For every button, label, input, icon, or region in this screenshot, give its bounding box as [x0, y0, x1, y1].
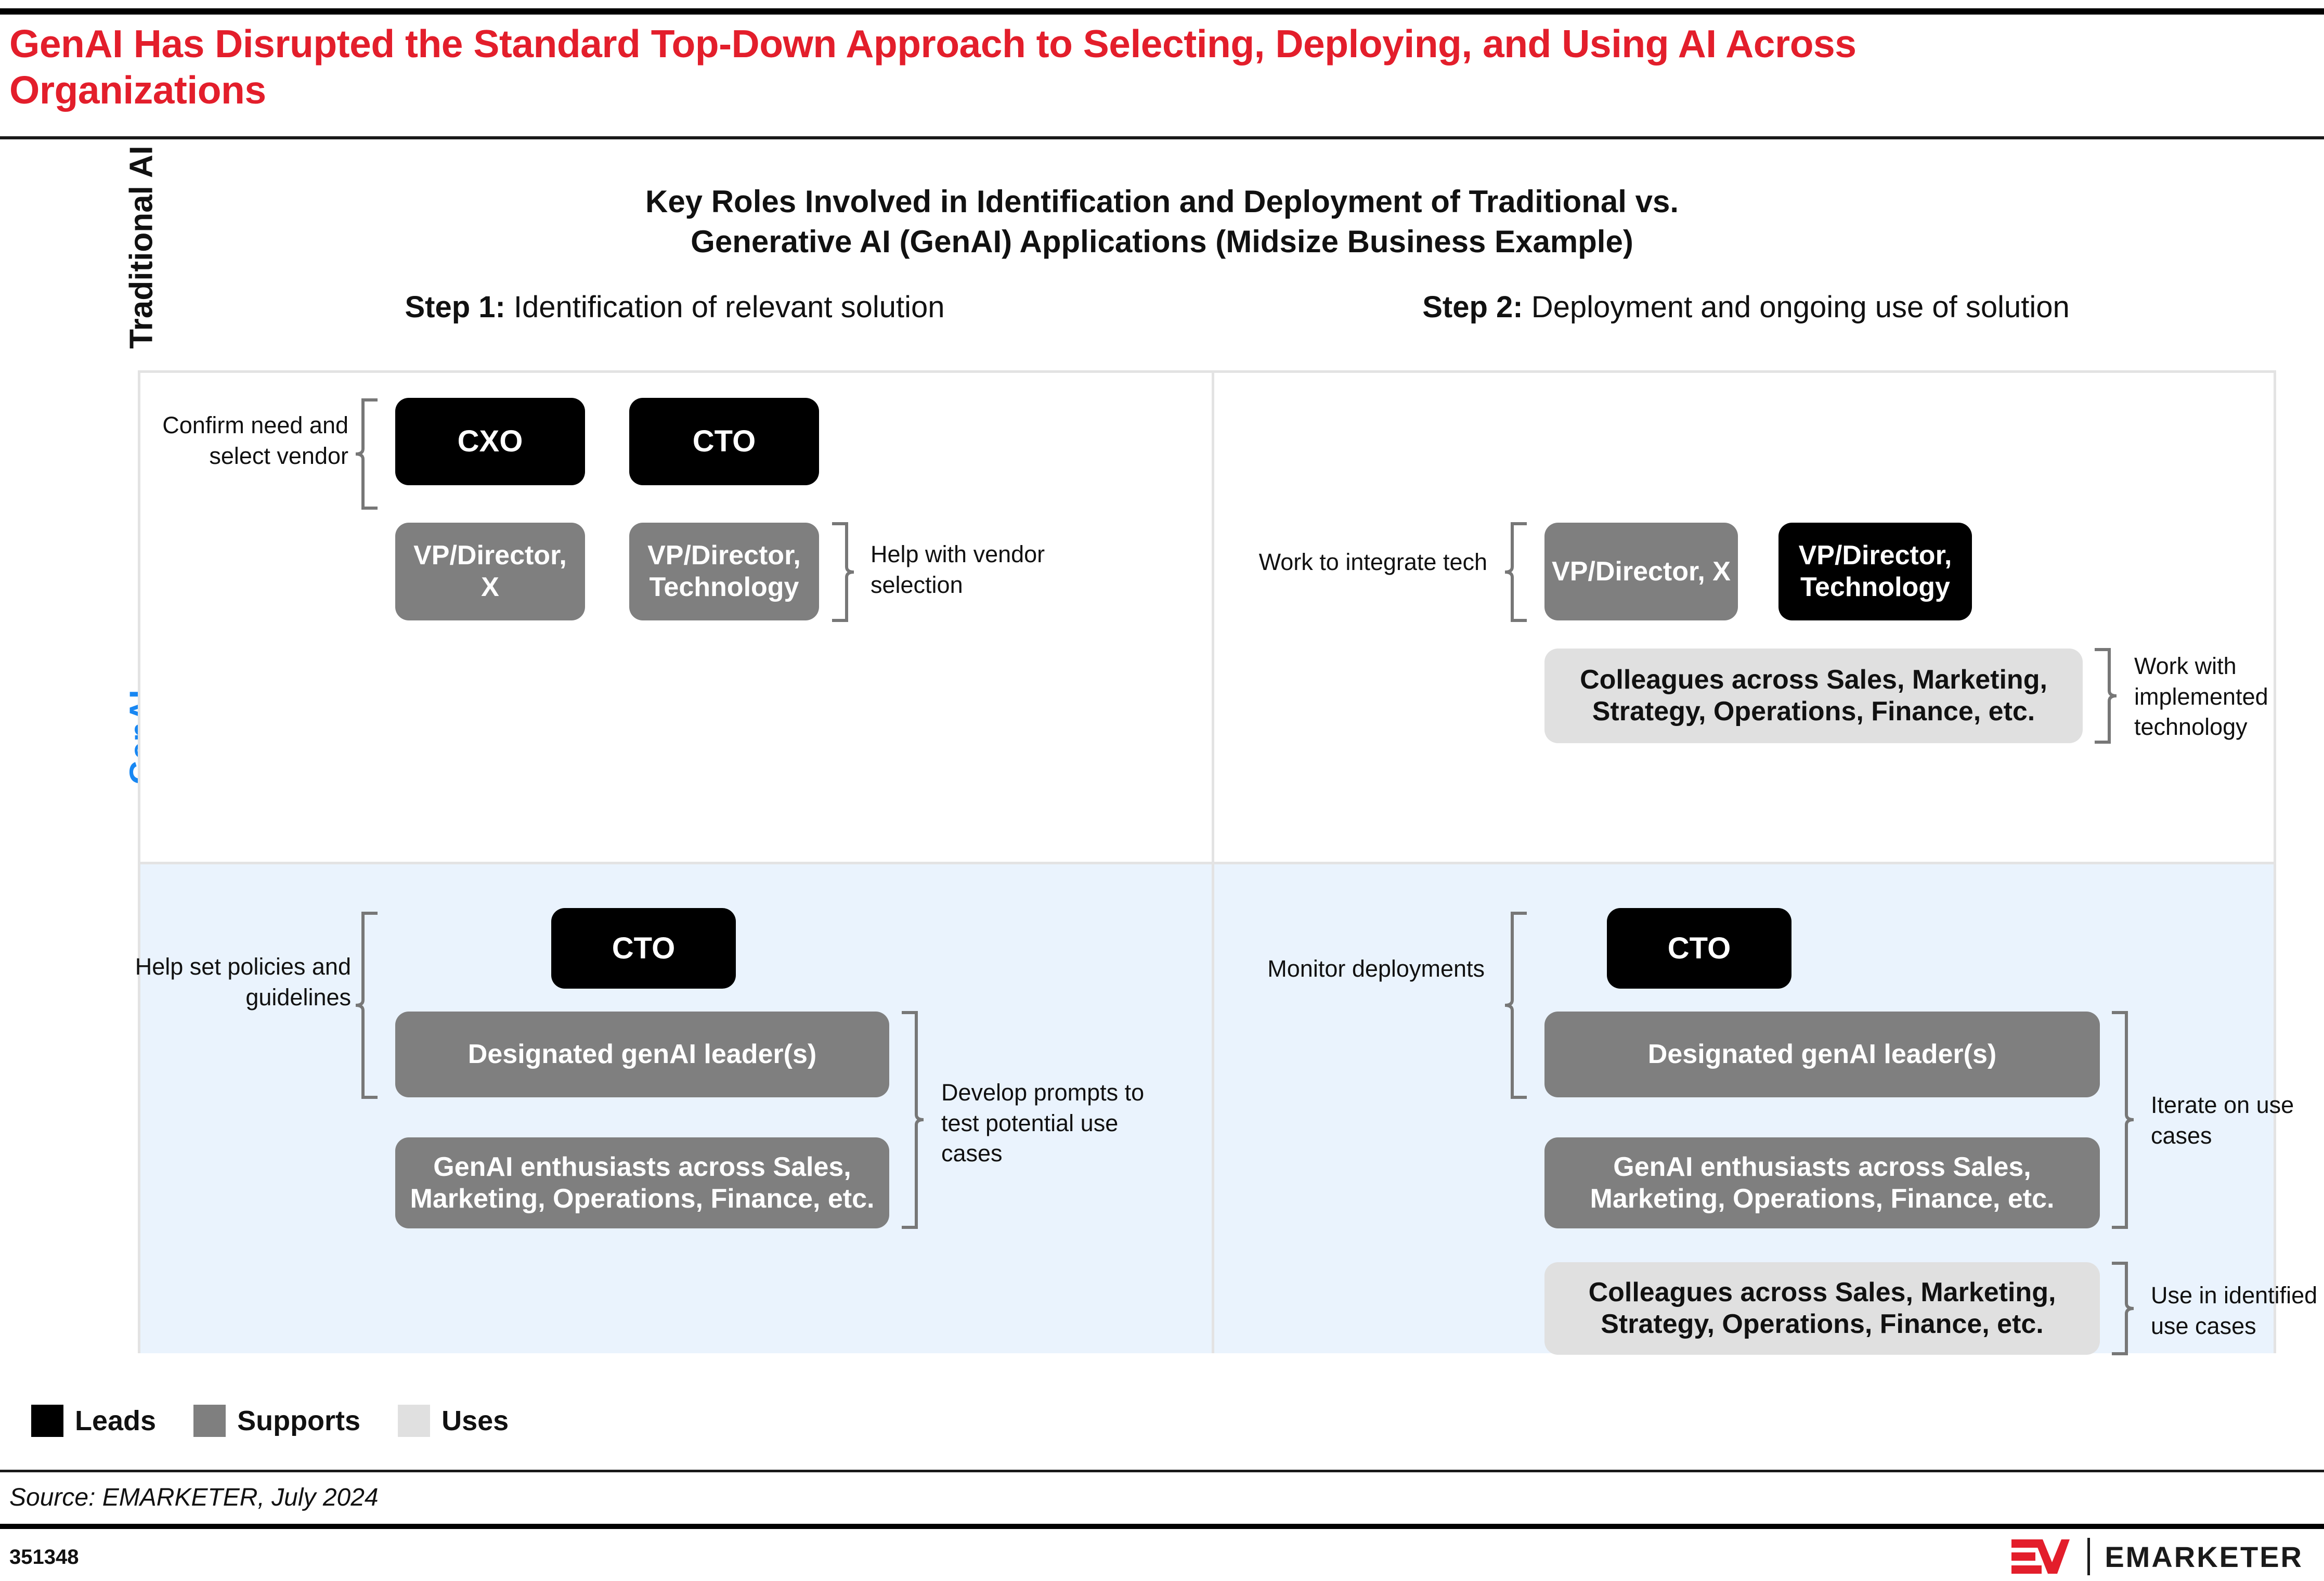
emarketer-wordmark: EMARKETER: [2105, 1540, 2303, 1573]
emarketer-logo-icon: [2011, 1538, 2073, 1575]
brace-monitor-deployments: [1504, 912, 1528, 1099]
annotation-work-with-implemented-technology: Work with implemented technology: [2134, 653, 2268, 740]
brace-develop-prompts: [901, 1011, 925, 1229]
role-box-genai-enthusiasts-step2[interactable]: GenAI enthusiasts across Sales, Marketin…: [1544, 1137, 2100, 1228]
role-box-cto-genai-step2[interactable]: CTO: [1607, 908, 1791, 989]
role-box-colleagues-across-functions[interactable]: Colleagues across Sales, Marketing, Stra…: [1544, 649, 2083, 743]
annotation-iterate-on-use-cases: Iterate on use cases: [2151, 1092, 2294, 1149]
legend-swatch-supports: [193, 1405, 226, 1437]
legend-label-leads: Leads: [75, 1405, 157, 1436]
annotation-confirm-need-select-vendor: Confirm need and select vendor: [162, 412, 348, 469]
top-rule-divider: [0, 8, 2324, 15]
panel-vertical-divider-genai: [1212, 864, 1214, 1353]
legend-label-uses: Uses: [442, 1405, 509, 1436]
source-note: Source: EMARKETER, July 2024: [9, 1484, 379, 1511]
brace-use-in-identified-use-cases: [2111, 1262, 2135, 1355]
role-box-vp-director-x-deploy[interactable]: VP/Director, X: [1544, 523, 1738, 620]
step-1-header: Step 1: Identification of relevant solut…: [138, 292, 1212, 322]
role-box-cxo[interactable]: CXO: [395, 398, 585, 485]
brand-divider: [2087, 1538, 2091, 1575]
brace-help-set-policies: [355, 912, 379, 1099]
annotation-work-to-integrate-tech: Work to integrate tech: [1258, 549, 1487, 575]
brace-help-with-vendor-selection: [831, 522, 855, 622]
role-box-vp-director-technology-deploy[interactable]: VP/Director, Technology: [1778, 523, 1972, 620]
brace-work-to-integrate-tech: [1504, 522, 1528, 622]
subtitle-line-2: Generative AI (GenAI) Applications (Mids…: [691, 224, 1633, 259]
annotation-help-with-vendor-selection: Help with vendor selection: [871, 541, 1045, 598]
step-2-header: Step 2: Deployment and ongoing use of so…: [1217, 292, 2275, 322]
annotation-monitor-deployments: Monitor deployments: [1267, 955, 1485, 982]
legend: Leads Supports Uses: [31, 1404, 546, 1437]
step-1-label: Step 1:: [405, 290, 505, 324]
role-box-vp-director-technology[interactable]: VP/Director, Technology: [629, 523, 819, 620]
headline-rule-divider: [0, 136, 2324, 139]
role-box-designated-genai-leaders-step2[interactable]: Designated genAI leader(s): [1544, 1012, 2100, 1097]
source-rule-top: [0, 1470, 2324, 1472]
chart-id-number: 351348: [9, 1546, 79, 1569]
emarketer-brand: EMARKETER: [2011, 1538, 2303, 1575]
role-box-vp-director-x[interactable]: VP/Director, X: [395, 523, 585, 620]
role-box-cto[interactable]: CTO: [629, 398, 819, 485]
annotation-help-set-policies-and-guidelines: Help set policies and guidelines: [135, 953, 351, 1010]
row-genai: Help set policies and guidelines CTO Des…: [135, 862, 2317, 1355]
source-rule-bottom: [0, 1524, 2324, 1529]
subtitle-line-1: Key Roles Involved in Identification and…: [645, 184, 1679, 219]
step-2-label: Step 2:: [1422, 290, 1523, 324]
chart-subtitle: Key Roles Involved in Identification and…: [0, 182, 2324, 262]
matrix-panel: Confirm need and select vendor CXO CTO V…: [135, 370, 2317, 1355]
legend-label-supports: Supports: [237, 1405, 361, 1436]
annotation-develop-prompts-to-test-use-cases: Develop prompts to test potential use ca…: [941, 1079, 1145, 1167]
role-box-designated-genai-leaders[interactable]: Designated genAI leader(s): [395, 1012, 889, 1097]
brace-iterate-on-use-cases: [2111, 1011, 2135, 1229]
brace-work-with-implemented-technology: [2094, 648, 2118, 744]
annotation-use-in-identified-use-cases: Use in identified use cases: [2151, 1282, 2318, 1339]
row-traditional-ai: Confirm need and select vendor CXO CTO V…: [140, 373, 2274, 862]
role-box-cto-genai-step1[interactable]: CTO: [551, 908, 736, 989]
role-box-genai-enthusiasts[interactable]: GenAI enthusiasts across Sales, Marketin…: [395, 1137, 889, 1228]
legend-swatch-uses: [398, 1405, 431, 1437]
panel-vertical-divider-traditional: [1212, 373, 1214, 862]
page-title: GenAI Has Disrupted the Standard Top-Dow…: [9, 22, 1856, 112]
legend-swatch-leads: [31, 1405, 63, 1437]
step-2-description: Deployment and ongoing use of solution: [1523, 290, 2070, 324]
step-1-description: Identification of relevant solution: [505, 290, 945, 324]
role-box-colleagues-across-functions-step2[interactable]: Colleagues across Sales, Marketing, Stra…: [1544, 1262, 2100, 1355]
brace-confirm-need: [355, 398, 379, 510]
